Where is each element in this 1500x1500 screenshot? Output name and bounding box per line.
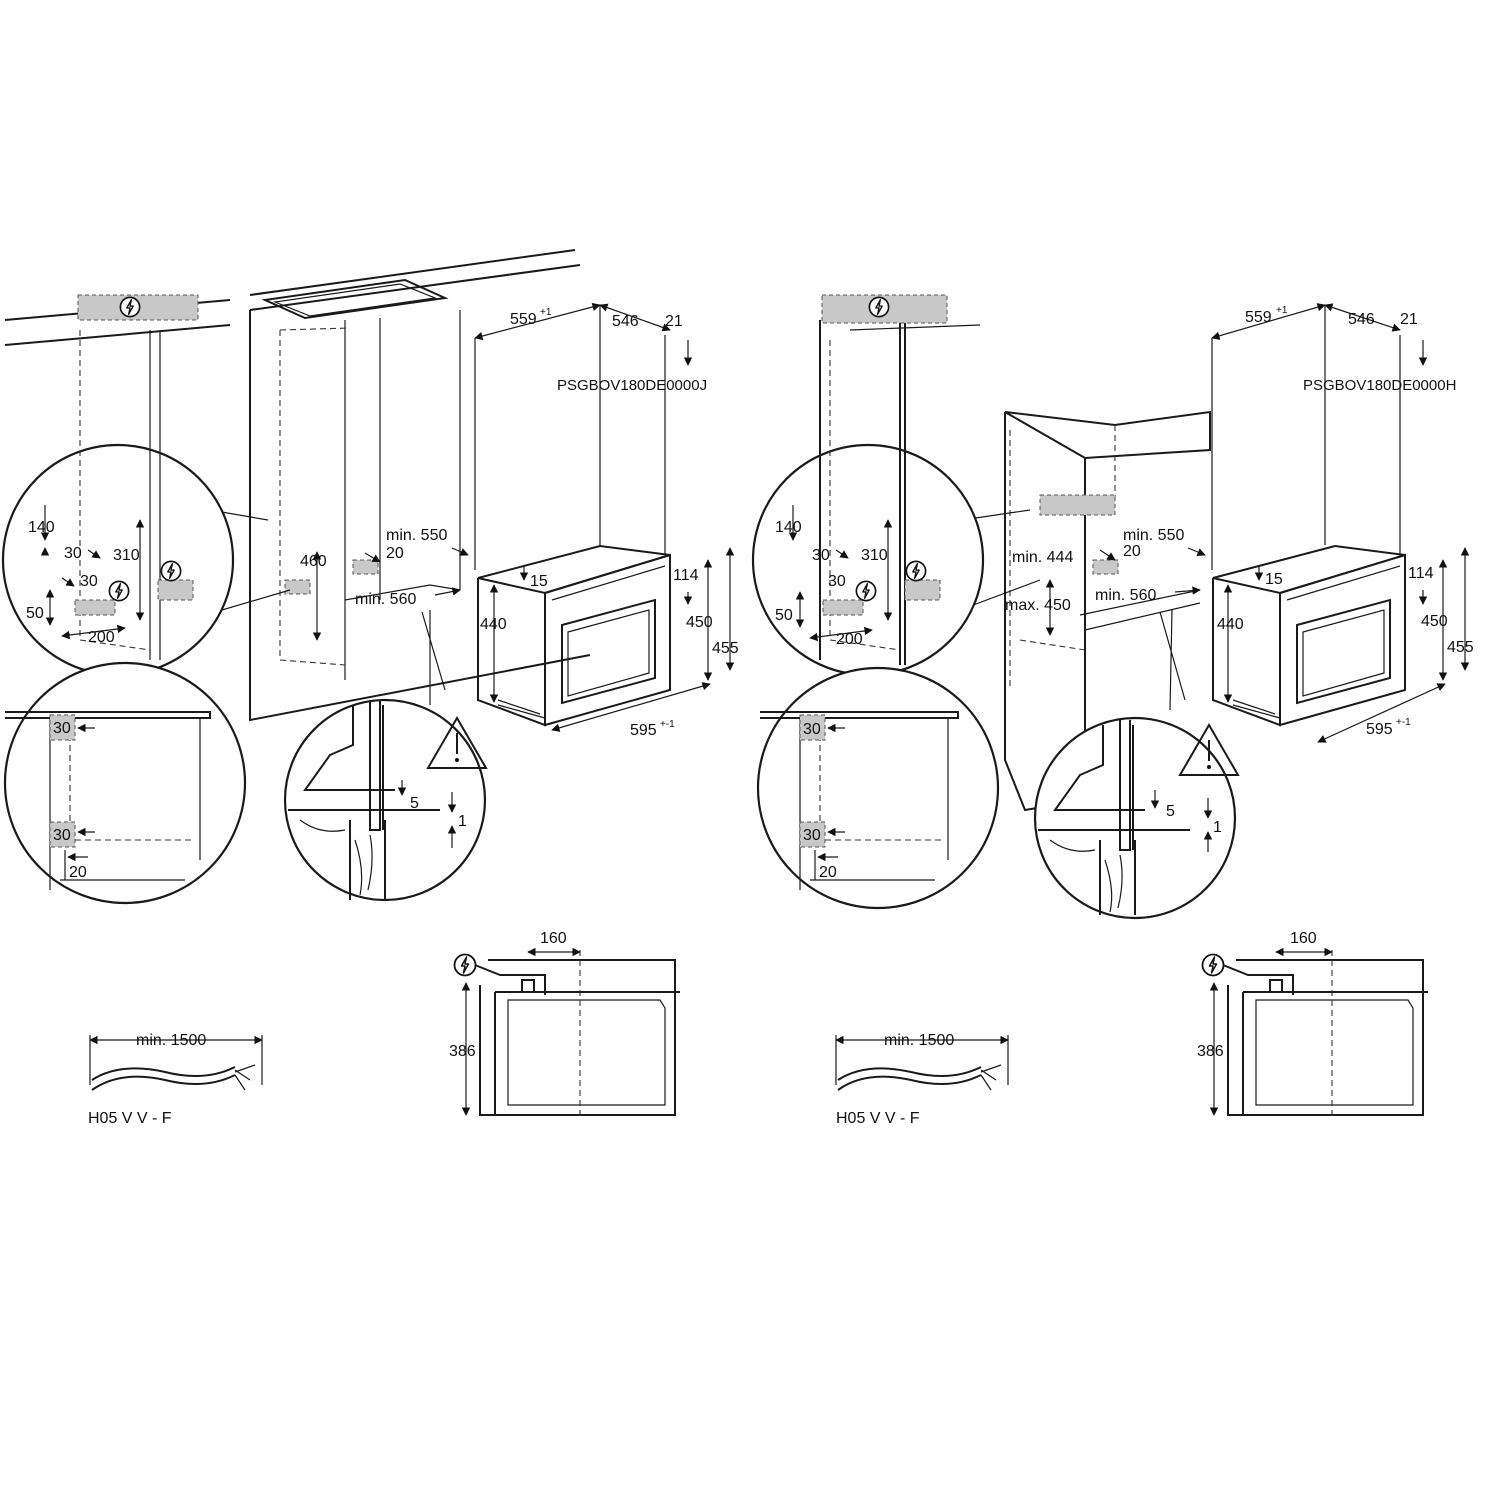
dim-595: 595 [630,722,657,739]
dim-21: 21 [665,313,683,330]
cable-min-length: min. 1500 [136,1032,206,1049]
electrical-connection-view: 160 386 [449,930,680,1120]
gap-dim-5: 5 [410,795,419,812]
socket-zone-shaded [352,559,379,575]
dim-546: 546 [1348,311,1375,328]
gap-dim-1: 1 [458,813,467,830]
gap-dim-5: 5 [1166,803,1175,820]
dim-595-tolerance: +-1 [1396,717,1411,728]
electric-socket-icon [868,296,890,318]
dim-559-tolerance: +1 [540,307,552,318]
cable-type: H05 V V - F [88,1110,172,1127]
diagram-left: PSGBOV180DE0000J 460 min. 550 20 min. 56… [1,249,739,1127]
dim-440: 440 [480,616,507,633]
dim-min-550: min. 550 [1123,527,1184,544]
detail-circle-clearance: 30 30 20 [756,666,1000,910]
dim-20: 20 [386,545,404,562]
dim-20: 20 [1123,543,1141,560]
oven-unit: 559 +1 546 21 15 440 114 450 455 595 +-1 [1211,303,1474,743]
dim-546: 546 [612,313,639,330]
electric-socket-icon [119,296,141,318]
dim-21: 21 [1400,311,1418,328]
dim-595: 595 [1366,721,1393,738]
socket-zone-shaded [284,579,311,595]
model-title: PSGBOV180DE0000H [1303,377,1456,394]
diagram-right: PSGBOV180DE0000H min. 444 max. 450 min. … [751,294,1474,1127]
dim-559: 559 [510,311,537,328]
model-title: PSGBOV180DE0000J [557,377,707,394]
oven-unit: 559 +1 546 21 15 440 114 450 455 595 +-1 [474,302,739,739]
dim-160: 160 [540,930,567,947]
dim-595-tolerance: +-1 [660,719,675,730]
clearance-30-top: 30 [803,721,821,738]
dim-30-a: 30 [64,545,82,562]
power-cable: min. 1500 H05 V V - F [88,1032,263,1127]
dim-450: 450 [686,614,713,631]
detail-circle-gap: 5 1 [283,610,488,902]
dim-559: 559 [1245,309,1272,326]
detail-circle-socket: 140 30 310 30 50 200 [751,294,1041,677]
clearance-20: 20 [69,864,87,881]
dim-min-560: min. 560 [1095,587,1156,604]
clearance-30-bottom: 30 [803,827,821,844]
dim-450: 450 [1421,613,1448,630]
power-cable: min. 1500 H05 V V - F [835,1032,1009,1127]
dim-50: 50 [26,605,44,622]
kitchen-cabinet: 460 min. 550 20 min. 560 [249,249,591,722]
dim-386: 386 [1197,1043,1224,1060]
clearance-30-top: 30 [53,720,71,737]
dim-max-450: max. 450 [1005,597,1071,614]
electrical-connection-view: 160 386 [1197,930,1428,1120]
gap-dim-1: 1 [1213,819,1222,836]
dim-455: 455 [712,640,739,657]
dim-160: 160 [1290,930,1317,947]
electric-socket-icon [905,560,927,582]
dim-460: 460 [300,553,327,570]
dim-140: 140 [28,519,55,536]
dim-310: 310 [113,547,140,564]
electric-socket-icon [1201,953,1225,977]
dim-30-a: 30 [812,547,830,564]
dim-min-444: min. 444 [1012,549,1073,566]
dim-15: 15 [1265,571,1283,588]
electric-socket-icon [108,580,130,602]
cable-type: H05 V V - F [836,1110,920,1127]
dim-50: 50 [775,607,793,624]
dim-455: 455 [1447,639,1474,656]
tall-cabinet: min. 444 max. 450 min. 550 20 min. 560 [1004,410,1211,812]
dim-559-tolerance: +1 [1276,305,1288,316]
dim-140: 140 [775,519,802,536]
dim-30-b: 30 [828,573,846,590]
electric-socket-icon [855,580,877,602]
warning-triangle-icon [1178,723,1240,776]
detail-circle-clearance: 30 30 20 [3,661,247,905]
dim-30-b: 30 [80,573,98,590]
detail-circle-gap: 5 1 [1033,609,1240,920]
clearance-20: 20 [819,864,837,881]
dim-15: 15 [530,573,548,590]
dim-min-560: min. 560 [355,591,416,608]
cable-min-length: min. 1500 [884,1032,954,1049]
dim-114: 114 [1408,565,1434,582]
dim-386: 386 [449,1043,476,1060]
dim-min-550: min. 550 [386,527,447,544]
dim-114: 114 [673,567,699,584]
dim-310: 310 [861,547,888,564]
warning-triangle-icon [426,716,488,769]
electric-socket-icon [160,560,182,582]
detail-circle-socket: 140 30 310 30 50 200 [1,294,291,677]
electric-socket-icon [453,953,477,977]
dim-440: 440 [1217,616,1244,633]
clearance-30-bottom: 30 [53,827,71,844]
